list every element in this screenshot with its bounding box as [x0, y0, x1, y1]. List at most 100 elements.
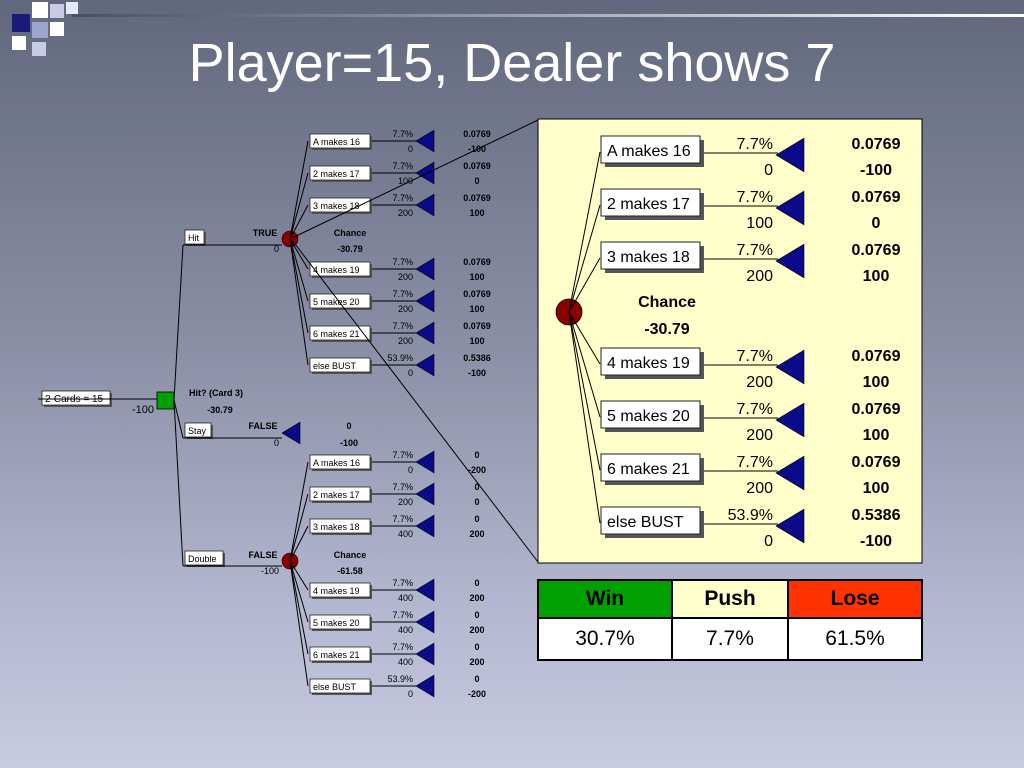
- double-branch-4: [289, 560, 309, 623]
- hit-branch-4: [289, 238, 309, 302]
- slide-title: Player=15, Dealer shows 7: [188, 33, 836, 93]
- lose-value: 61.5%: [787, 617, 923, 661]
- double-branch: [173, 399, 184, 567]
- hit-outcome-label-4: 5 makes 20: [313, 297, 360, 307]
- zoom-terminal-3: [775, 349, 805, 385]
- double-p-out-1: 0: [474, 482, 479, 492]
- double-outcome-label-4-box: [309, 614, 371, 630]
- double-v-out-5: 200: [469, 657, 484, 667]
- zoom-chance-value: -30.79: [644, 321, 689, 338]
- hit-v-out-6: -100: [468, 368, 486, 378]
- zoom-payoff-6: 0: [764, 533, 773, 550]
- double-flag-value: -100: [261, 566, 279, 576]
- zoom-terminal-5: [775, 455, 805, 491]
- double-terminal-5: [415, 642, 435, 666]
- stay-v-out: -100: [340, 438, 358, 448]
- double-outcome-label-3-box: [309, 582, 371, 598]
- zoom-outcome-label-4: 5 makes 20: [607, 408, 690, 425]
- double-payoff-2: 400: [398, 529, 413, 539]
- stay-label-box: [184, 422, 212, 438]
- zoom-v-out-0: -100: [860, 162, 892, 179]
- zoom-prob-5: 7.7%: [737, 454, 773, 471]
- hit-terminal-5: [415, 321, 435, 345]
- hit-branch-1: [289, 172, 309, 240]
- double-prob-1: 7.7%: [392, 482, 413, 492]
- stay-p-out: 0: [346, 421, 351, 431]
- hit-payoff-4: 200: [398, 304, 413, 314]
- win-value: 30.7%: [537, 617, 673, 661]
- double-v-out-1: 0: [474, 497, 479, 507]
- hit-p-out-1: 0.0769: [463, 161, 491, 171]
- double-terminal-2: [415, 514, 435, 538]
- hit-payoff-0: 0: [408, 144, 413, 154]
- double-outcome-label-6-box: [309, 678, 371, 694]
- win-header: Win: [537, 579, 673, 619]
- double-outcome-label-0-box: [309, 454, 371, 470]
- zoom-v-out-2: 100: [863, 268, 890, 285]
- hit-v-out-5: 100: [469, 336, 484, 346]
- double-terminal-4: [415, 610, 435, 634]
- hit-terminal-3: [415, 257, 435, 281]
- double-outcome-label-2: 3 makes 18: [313, 522, 360, 532]
- hit-branch-2: [289, 204, 309, 240]
- hit-payoff-3: 200: [398, 272, 413, 282]
- hit-v-out-4: 100: [469, 304, 484, 314]
- zoom-outcome-label-6-box: [600, 506, 701, 535]
- zoom-payoff-3: 200: [746, 374, 773, 391]
- zoom-payoff-0: 0: [764, 162, 773, 179]
- zoom-payoff-4: 200: [746, 427, 773, 444]
- double-flag: FALSE: [248, 550, 277, 560]
- zoom-v-out-3: 100: [863, 374, 890, 391]
- double-branch-2: [289, 525, 309, 562]
- stay-flag-value: 0: [274, 438, 279, 448]
- double-outcome-label-5-box: [309, 646, 371, 662]
- zoom-outcome-label-3: 4 makes 19: [607, 355, 690, 372]
- double-outcome-label-6: else BUST: [313, 682, 357, 692]
- results-header-row: Win Push Lose: [537, 579, 923, 619]
- hit-outcome-label-2: 3 makes 18: [313, 201, 360, 211]
- hit-prob-0: 7.7%: [392, 129, 413, 139]
- hit-terminal-6: [415, 353, 435, 377]
- zoom-p-out-4: 0.0769: [852, 401, 901, 418]
- hit-outcome-label-2-box: [309, 197, 371, 213]
- title-bar-stripe: [72, 14, 1024, 17]
- zoom-outcome-label-1: 2 makes 17: [607, 196, 690, 213]
- zoom-p-out-5: 0.0769: [852, 454, 901, 471]
- zoom-outcome-label-5-box: [600, 453, 701, 482]
- zoom-payoff-5: 200: [746, 480, 773, 497]
- zoom-terminal-0: [775, 137, 805, 173]
- hit-v-out-3: 100: [469, 272, 484, 282]
- root-value: -100: [132, 404, 154, 416]
- double-v-out-0: -200: [468, 465, 486, 475]
- double-p-out-3: 0: [474, 578, 479, 588]
- double-v-out-2: 200: [469, 529, 484, 539]
- hit-outcome-label-0: A makes 16: [313, 137, 360, 147]
- root-label-box: [41, 390, 111, 406]
- hit-outcome-label-3: 4 makes 19: [313, 265, 360, 275]
- hit-outcome-label-5: 6 makes 21: [313, 329, 360, 339]
- double-p-out-6: 0: [474, 674, 479, 684]
- double-branch-1: [289, 493, 309, 562]
- double-p-out-5: 0: [474, 642, 479, 652]
- hit-outcome-label-3-box: [309, 261, 371, 277]
- hit-flag-value: 0: [274, 244, 279, 254]
- results-value-row: 30.7% 7.7% 61.5%: [537, 617, 923, 661]
- double-payoff-4: 400: [398, 625, 413, 635]
- double-prob-4: 7.7%: [392, 610, 413, 620]
- double-payoff-0: 0: [408, 465, 413, 475]
- double-v-out-6: -200: [468, 689, 486, 699]
- zoom-prob-1: 7.7%: [737, 189, 773, 206]
- double-prob-0: 7.7%: [392, 450, 413, 460]
- hit-p-out-3: 0.0769: [463, 257, 491, 267]
- zoom-prob-6: 53.9%: [728, 507, 773, 524]
- decision-label: Hit? (Card 3): [189, 388, 243, 398]
- hit-label: Hit: [188, 233, 199, 243]
- zoom-connector-bottom: [291, 239, 539, 563]
- double-p-out-4: 0: [474, 610, 479, 620]
- double-outcome-label-3: 4 makes 19: [313, 586, 360, 596]
- zoom-payoff-2: 200: [746, 268, 773, 285]
- hit-chance-value: -30.79: [337, 244, 363, 254]
- hit-branch: [173, 244, 184, 401]
- zoom-p-out-2: 0.0769: [852, 242, 901, 259]
- lose-header: Lose: [787, 579, 923, 619]
